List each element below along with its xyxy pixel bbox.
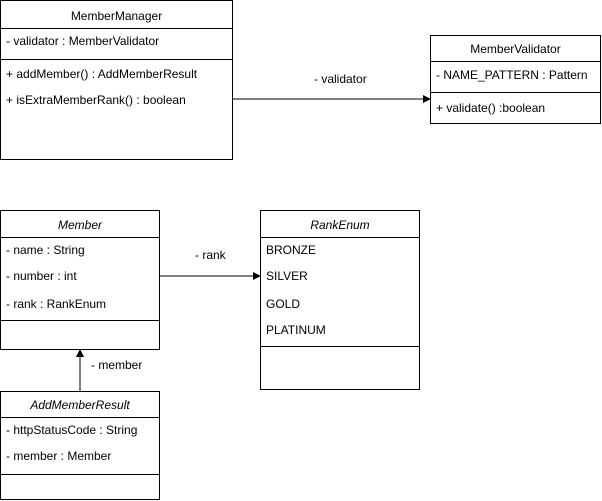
enum-value: SILVER: [266, 269, 308, 283]
class-name: MemberManager: [70, 9, 163, 23]
divider: [1, 474, 159, 475]
class-member-validator[interactable]: MemberValidator - NAME_PATTERN : Pattern…: [430, 35, 601, 124]
class-member[interactable]: Member - name : String - number : int - …: [0, 210, 160, 350]
divider: [1, 417, 159, 418]
validator-association-label: - validator: [314, 72, 367, 86]
enum-value: BRONZE: [266, 243, 317, 257]
attribute: - member : Member: [6, 449, 112, 463]
class-name: Member: [57, 218, 102, 232]
divider: [431, 61, 600, 62]
divider: [1, 28, 232, 29]
attribute: - number : int: [6, 269, 77, 283]
rank-association-label: - rank: [195, 248, 226, 262]
attribute: - name : String: [6, 243, 85, 257]
attribute: - NAME_PATTERN : Pattern: [436, 68, 588, 82]
attribute: - httpStatusCode : String: [6, 423, 138, 437]
method: + isExtraMemberRank() : boolean: [6, 93, 186, 107]
divider: [1, 237, 159, 238]
class-member-manager[interactable]: MemberManager - validator : MemberValida…: [0, 0, 233, 160]
divider: [261, 346, 419, 347]
divider: [261, 237, 419, 238]
enum-value: GOLD: [266, 297, 301, 311]
method: + validate() :boolean: [436, 101, 546, 115]
class-name: RankEnum: [310, 218, 370, 232]
enum-value: PLATINUM: [266, 323, 326, 337]
attribute: - validator : MemberValidator: [6, 34, 160, 48]
class-name: AddMemberResult: [30, 398, 130, 412]
divider: [1, 59, 232, 60]
attribute: - rank : RankEnum: [6, 297, 107, 311]
member-association-label: - member: [91, 358, 143, 372]
divider: [1, 320, 159, 321]
divider: [431, 92, 600, 93]
method: + addMember() : AddMemberResult: [6, 67, 198, 81]
class-add-member-result[interactable]: AddMemberResult - httpStatusCode : Strin…: [0, 391, 160, 500]
class-name: MemberValidator: [470, 42, 561, 56]
class-rank-enum[interactable]: RankEnum BRONZE SILVER GOLD PLATINUM: [260, 210, 420, 390]
